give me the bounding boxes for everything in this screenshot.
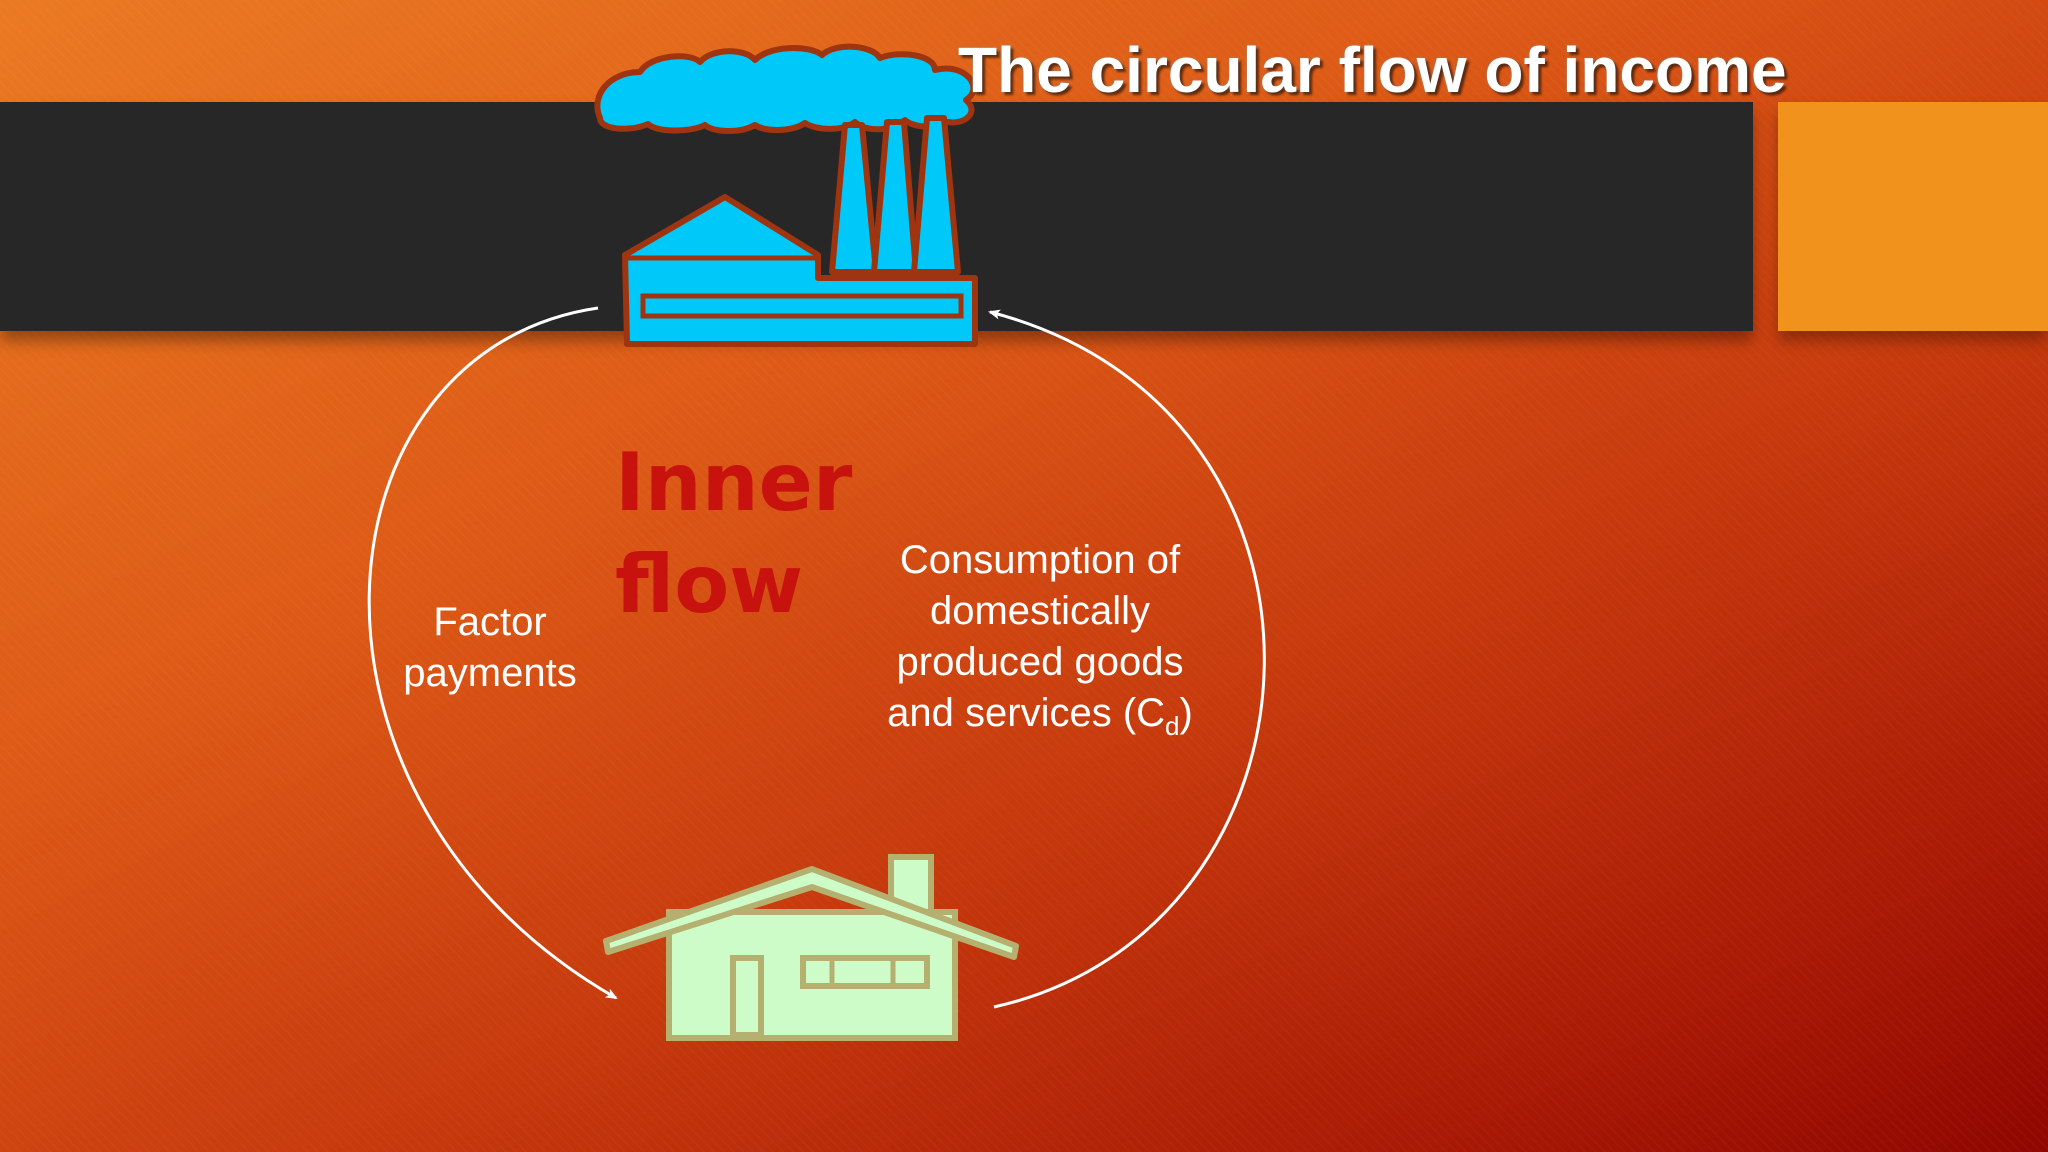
inner-flow-line-2: flow <box>615 538 804 631</box>
factor-label-line-1: Factor <box>433 600 547 644</box>
consumption-label-line-4: and services (Cd) <box>855 688 1225 739</box>
consumption-label-line-3: produced goods <box>896 640 1184 684</box>
factory-window-strip <box>640 293 964 319</box>
chimney-2 <box>871 119 919 275</box>
consumption-label-line-1: Consumption of <box>899 538 1181 582</box>
consumption-label-suffix: ) <box>1179 691 1193 735</box>
consumption-label-subscript: d <box>1165 711 1180 741</box>
consumption-label-text: and services (C <box>887 691 1166 735</box>
accent-block <box>1778 102 2048 331</box>
factory-icon <box>594 43 978 347</box>
inner-flow-heading: Inner flow <box>615 432 895 636</box>
house-door <box>730 955 764 1038</box>
consumption-label: Consumption of domestically produced goo… <box>855 535 1225 739</box>
house-icon <box>603 854 1019 1041</box>
house-roof <box>603 866 1019 960</box>
chimney-3 <box>911 115 961 275</box>
inner-flow-line-1: Inner <box>615 436 853 529</box>
factor-payments-label: Factor payments <box>370 597 610 699</box>
consumption-arrow <box>988 309 1266 1009</box>
smoke-cloud <box>594 43 977 134</box>
consumption-label-line-2: domestically <box>929 589 1151 633</box>
factor-label-line-2: payments <box>403 651 577 695</box>
chimney-1 <box>829 122 879 275</box>
slide-title: The circular flow of income <box>958 34 1787 106</box>
factor-payments-arrow <box>367 306 618 1000</box>
house-window <box>800 955 930 989</box>
